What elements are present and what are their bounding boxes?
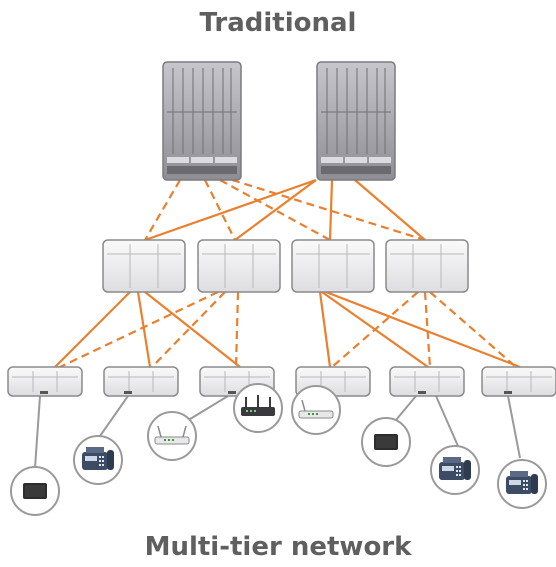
access-switch — [7, 366, 83, 397]
distribution-switch — [291, 239, 375, 293]
distribution-switch — [197, 239, 281, 293]
wireless-access-point-icon — [291, 385, 341, 435]
access-switch — [103, 366, 179, 397]
link-dashed — [234, 291, 240, 368]
core-distribution-links — [144, 178, 426, 242]
link-dashed — [231, 178, 426, 242]
core-switch — [162, 61, 242, 181]
access-switch — [389, 366, 465, 397]
tablet-icon — [10, 466, 60, 516]
distribution-switch — [102, 239, 186, 293]
link-solid — [136, 291, 152, 368]
fax-phone-icon — [73, 435, 123, 485]
link-dashed — [219, 179, 331, 241]
distribution-switch — [385, 239, 469, 293]
link-solid — [354, 179, 426, 241]
link-dashed — [59, 291, 219, 368]
access-switch — [481, 366, 556, 397]
router-icon — [233, 383, 283, 433]
link-solid — [144, 291, 241, 368]
link-solid — [54, 291, 131, 368]
wireless-access-point-icon — [147, 411, 197, 461]
link-solid — [328, 179, 334, 241]
link-solid — [318, 291, 332, 368]
link-solid — [234, 179, 317, 241]
diagram-subtitle: Multi-tier network — [144, 532, 412, 562]
link-dashed — [331, 291, 419, 368]
link-dashed — [151, 291, 226, 368]
fax-phone-icon — [497, 459, 547, 509]
link-dashed — [144, 179, 181, 241]
link-dashed — [204, 179, 236, 241]
tablet-icon — [361, 417, 411, 467]
link-dashed — [429, 291, 517, 368]
link-solid — [144, 178, 317, 242]
link-solid — [325, 290, 521, 369]
diagram-title: Traditional — [199, 8, 357, 38]
distribution-access-links — [54, 290, 521, 369]
fax-phone-icon — [430, 445, 480, 495]
core-switch — [316, 61, 396, 181]
